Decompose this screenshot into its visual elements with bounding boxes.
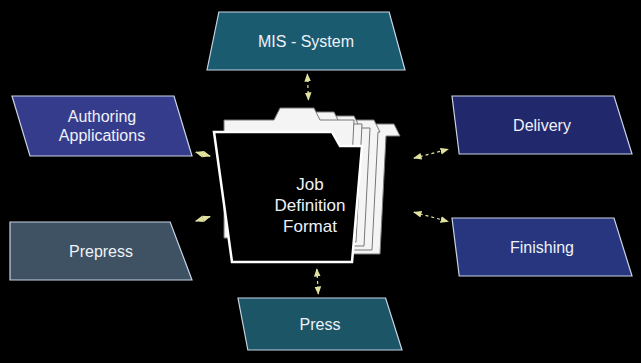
dashed-arrow	[196, 217, 210, 221]
system-box: Authoring Applications	[12, 96, 192, 156]
box-outline	[12, 96, 192, 156]
dashed-arrow	[196, 152, 210, 156]
dashed-arrow	[307, 74, 308, 100]
box-label: Finishing	[510, 238, 574, 257]
system-box: Delivery	[452, 96, 632, 154]
box-label: Authoring Applications	[30, 107, 174, 145]
box-label: MIS - System	[258, 32, 354, 51]
box-label: Press	[300, 315, 341, 334]
system-box: Press	[238, 298, 402, 350]
system-box: MIS - System	[207, 12, 405, 70]
folder-hub: Job Definition Format	[212, 102, 412, 267]
dashed-arrow	[317, 269, 318, 294]
hub-label: Job Definition Format	[260, 174, 360, 237]
box-label: Delivery	[513, 116, 571, 135]
system-box: Prepress	[10, 222, 192, 280]
box-label: Prepress	[69, 242, 133, 261]
dashed-arrow	[414, 212, 448, 221]
dashed-arrow	[414, 149, 448, 158]
system-box: Finishing	[452, 218, 632, 276]
